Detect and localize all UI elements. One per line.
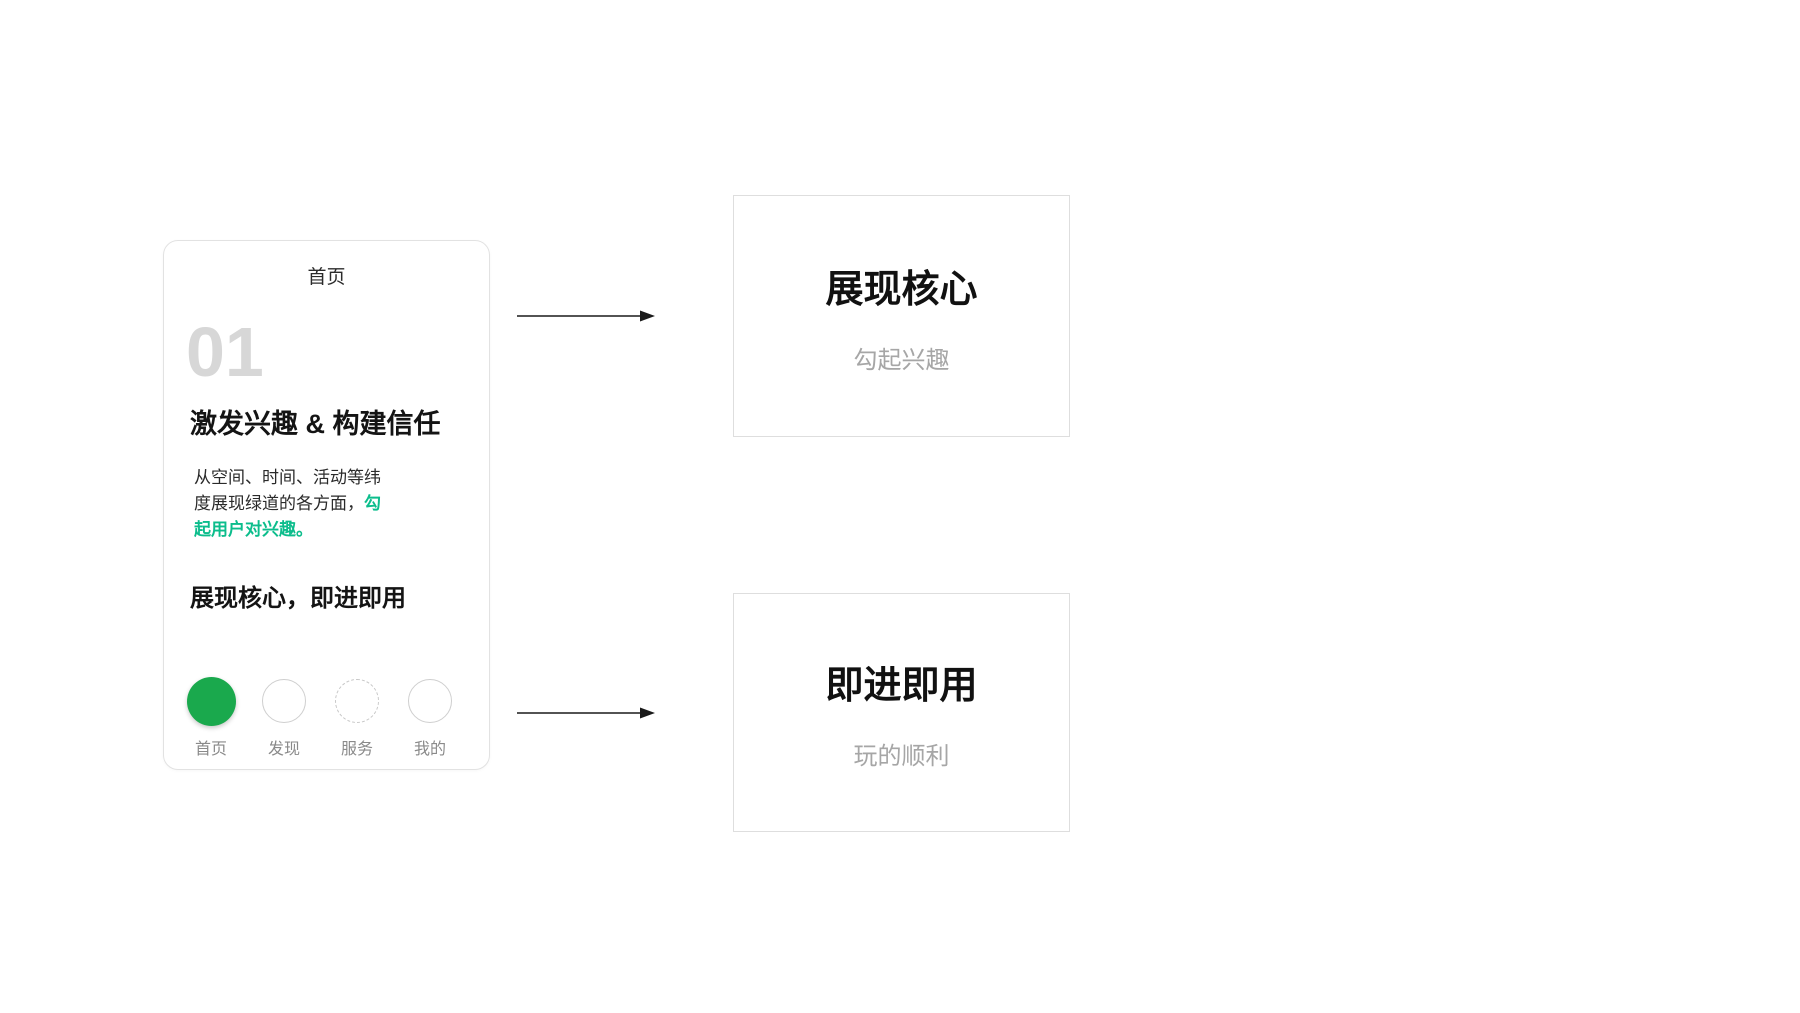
tab-dot-area bbox=[262, 676, 306, 726]
tab-item-discover[interactable]: 发现 bbox=[259, 676, 309, 759]
tabbar: 首页 发现 服务 我的 bbox=[186, 676, 455, 759]
phone-card-step-01: 首页 01 激发兴趣 & 构建信任 从空间、时间、活动等纬度展现绿道的各方面，勾… bbox=[163, 240, 490, 770]
tab-dot-area bbox=[408, 676, 452, 726]
tab-dot-dashed-icon bbox=[335, 679, 379, 723]
step-number: 01 bbox=[186, 313, 264, 391]
card-body-prefix: 从空间、时间、活动等纬度展现绿道的各方面， bbox=[194, 468, 381, 513]
tab-item-services[interactable]: 服务 bbox=[332, 676, 382, 759]
card-body-text: 从空间、时间、活动等纬度展现绿道的各方面，勾起用户对兴趣。 bbox=[194, 465, 394, 543]
card-subheading: 展现核心，即进即用 bbox=[190, 585, 406, 612]
card-heading: 激发兴趣 & 构建信任 bbox=[190, 409, 441, 439]
flow-box-instant-use: 即进即用 玩的顺利 bbox=[733, 593, 1070, 832]
tab-item-profile[interactable]: 我的 bbox=[405, 676, 455, 759]
tab-label: 服务 bbox=[340, 741, 373, 758]
tab-dot-filled-icon bbox=[186, 676, 236, 726]
tab-dot-area bbox=[335, 676, 379, 726]
card-header-title: 首页 bbox=[307, 267, 346, 288]
flow-box-subtitle: 玩的顺利 bbox=[853, 743, 950, 770]
tab-label: 首页 bbox=[194, 741, 227, 758]
flow-arrow-bottom bbox=[517, 707, 655, 719]
flow-arrow-top bbox=[517, 310, 655, 322]
tab-dot-outline-icon bbox=[408, 679, 452, 723]
flow-box-title: 即进即用 bbox=[825, 665, 978, 707]
flow-box-subtitle: 勾起兴趣 bbox=[853, 346, 950, 374]
flow-box-title: 展现核心 bbox=[825, 268, 978, 311]
tab-dot-area bbox=[186, 676, 236, 726]
tab-item-home[interactable]: 首页 bbox=[186, 676, 236, 759]
tab-label: 我的 bbox=[413, 741, 446, 758]
flow-box-show-core: 展现核心 勾起兴趣 bbox=[733, 195, 1070, 437]
card-body-highlight: 勾起用户对兴趣。 bbox=[194, 494, 381, 539]
tab-dot-outline-icon bbox=[262, 679, 306, 723]
tab-label: 发现 bbox=[267, 741, 300, 758]
